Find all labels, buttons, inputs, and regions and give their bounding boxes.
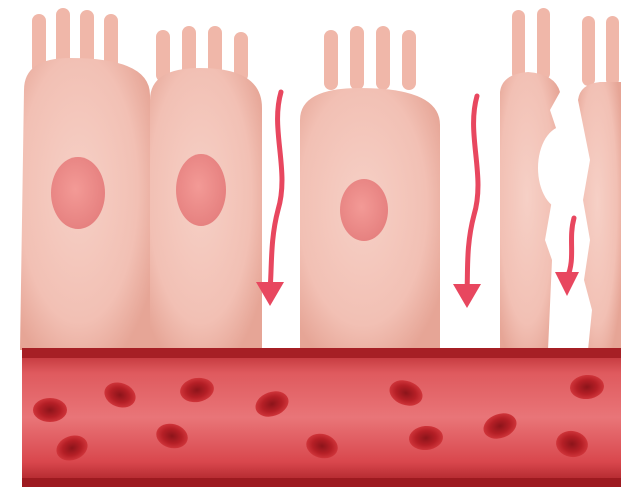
nucleus bbox=[340, 179, 388, 241]
microvilli bbox=[324, 26, 416, 90]
nucleus bbox=[51, 157, 105, 229]
arrow-down-icon bbox=[567, 218, 574, 278]
microvilli bbox=[512, 8, 550, 80]
cell-rupture bbox=[538, 126, 590, 210]
epithelial-cell-2 bbox=[150, 26, 262, 350]
epithelial-cell-4-damaged bbox=[500, 8, 590, 350]
arrow-down-icon bbox=[467, 96, 478, 292]
microvilli bbox=[582, 16, 619, 86]
epithelial-cell-3 bbox=[300, 26, 440, 350]
arrow-down-icon bbox=[270, 92, 282, 290]
red-blood-cell bbox=[33, 398, 67, 422]
blood-vessel bbox=[22, 348, 621, 487]
nucleus bbox=[176, 154, 226, 226]
epithelial-cell-1 bbox=[20, 8, 150, 350]
